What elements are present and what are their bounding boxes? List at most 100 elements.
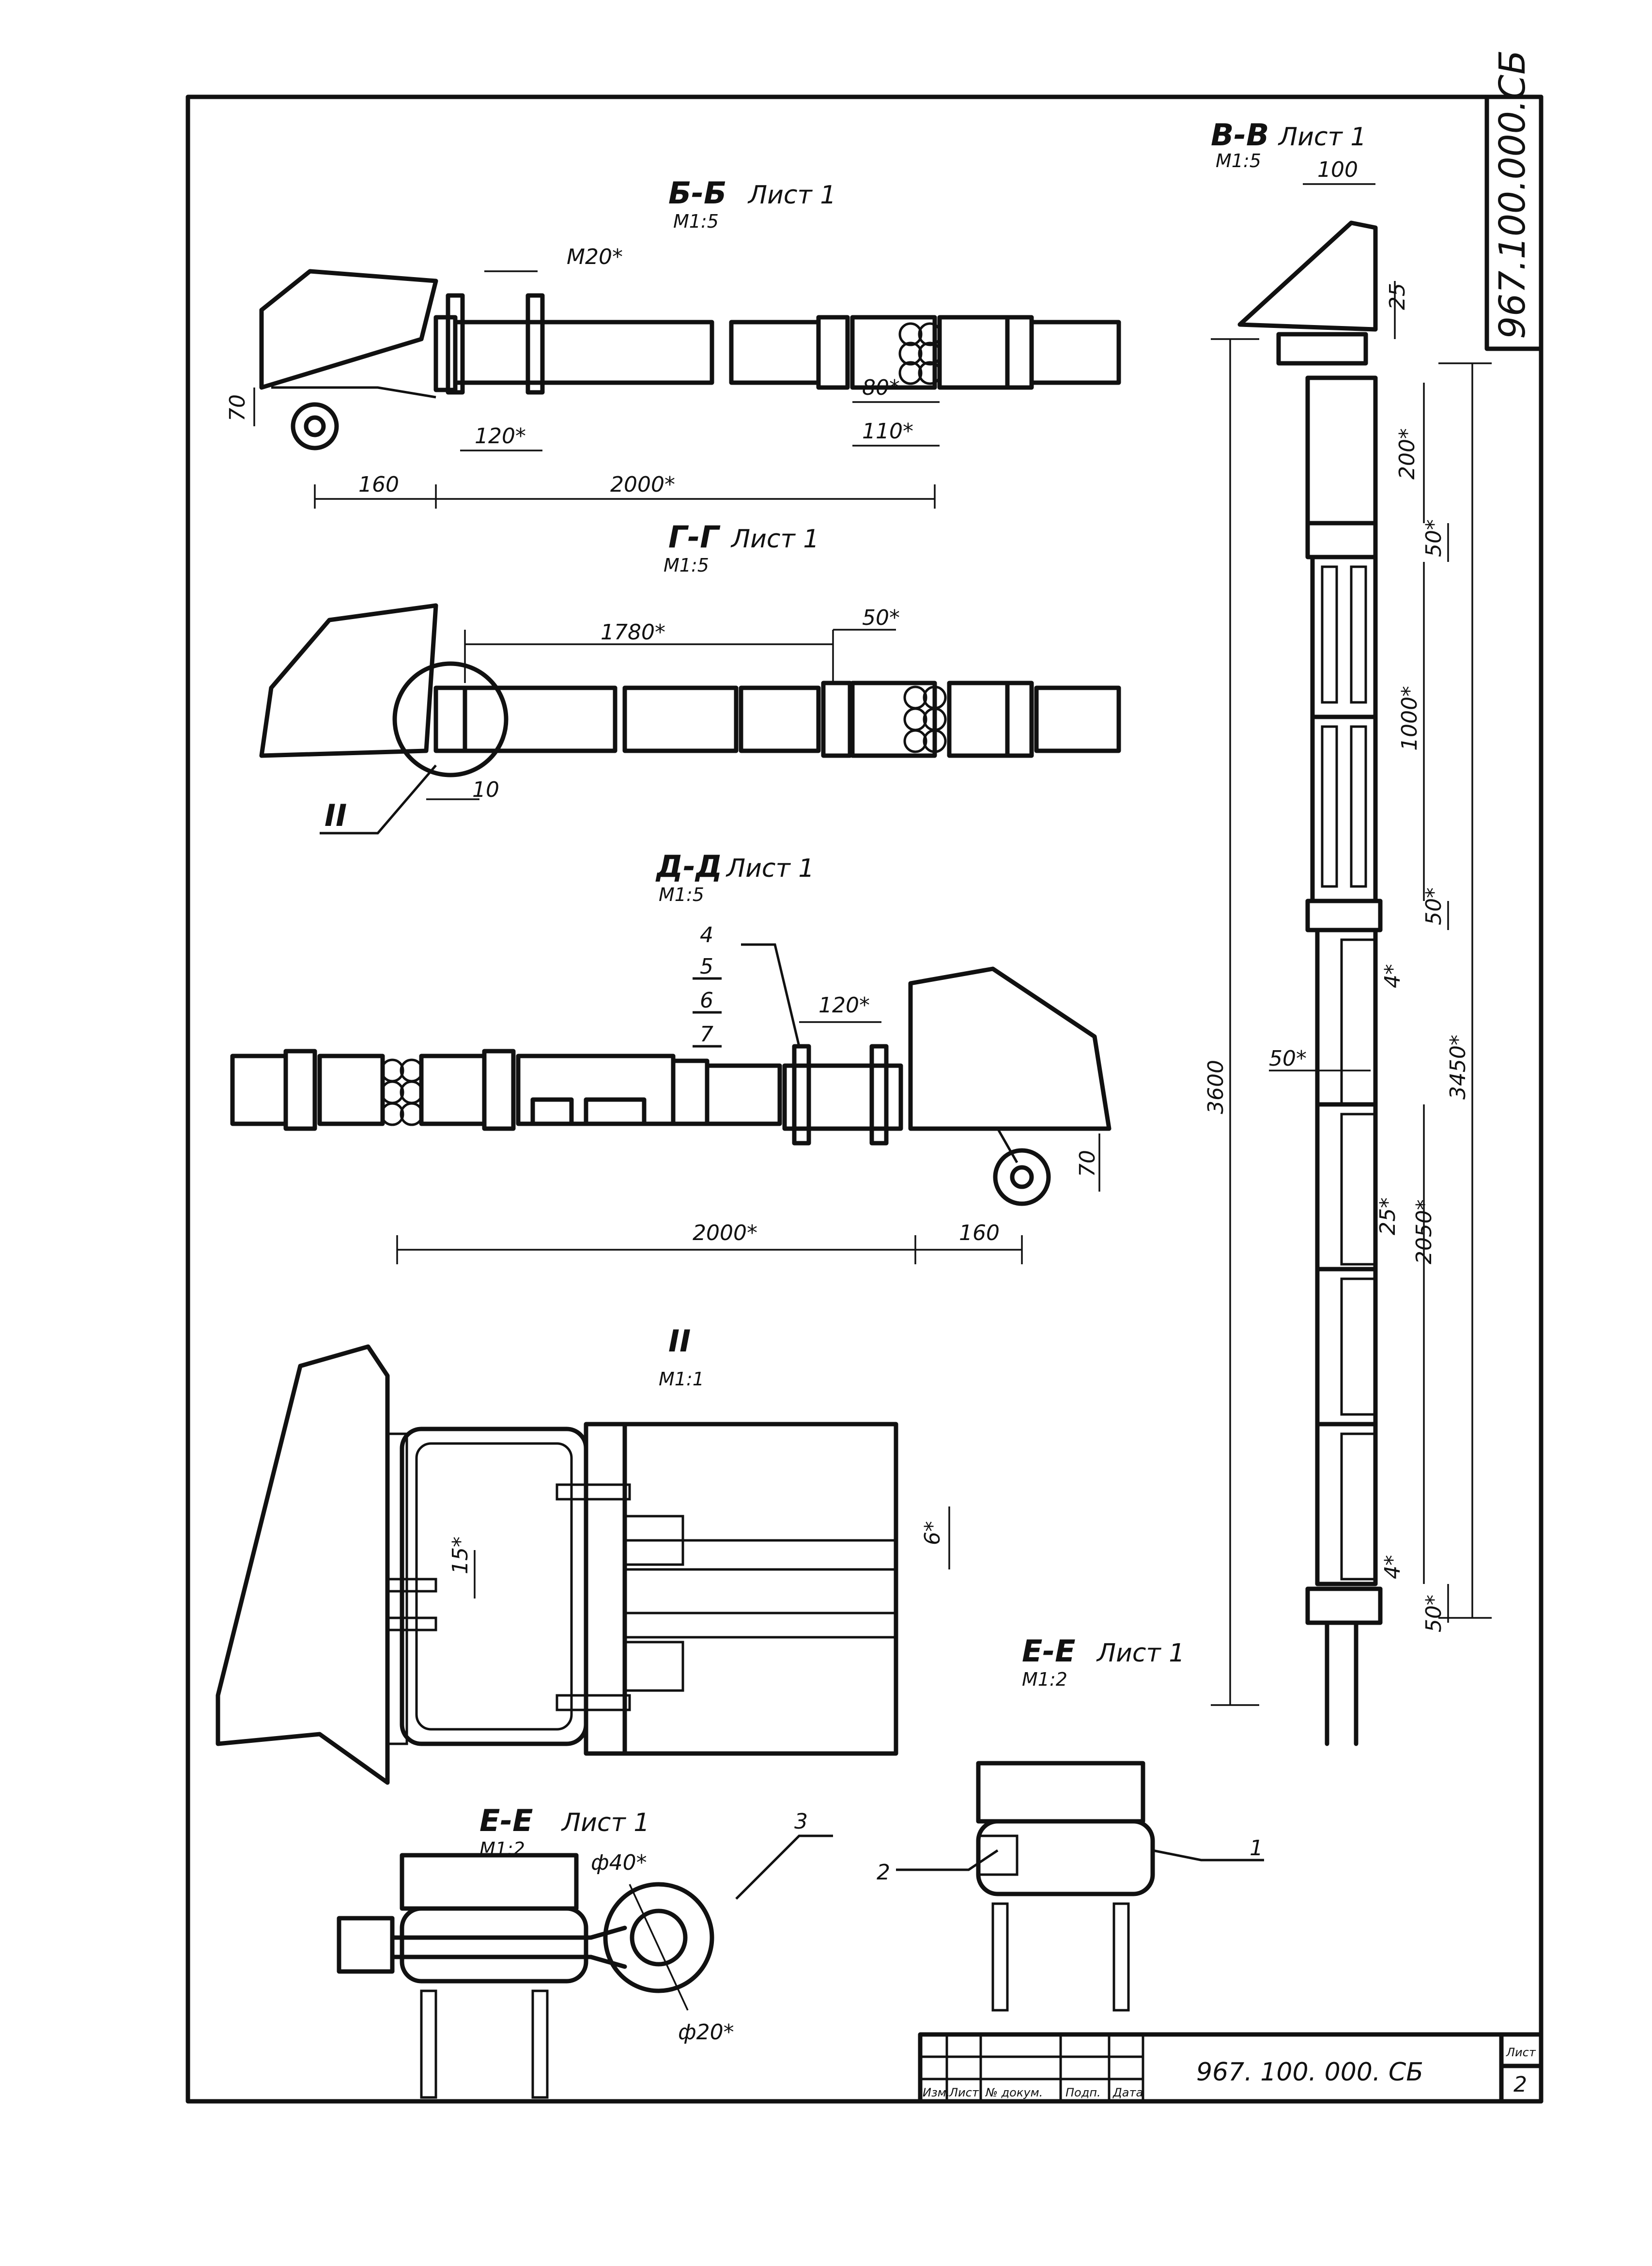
ee-right-leg-1 [991, 1902, 1009, 2012]
detail-flange [584, 1422, 627, 1756]
sheet-frame [185, 94, 1544, 2104]
dd-fill-2 [584, 1097, 647, 1126]
dd-fill-1 [530, 1097, 574, 1126]
dd-wood-2 [419, 1054, 487, 1126]
vv-dim-25-b: 25* [1375, 1197, 1400, 1235]
detail-screw-4 [386, 1616, 437, 1631]
ee-left-sheet-ref: Лист 1 [561, 1808, 649, 1837]
bb-insulation-2 [937, 315, 1010, 390]
bb-roller-axle [304, 415, 326, 437]
bb-dim-160: 160 [358, 472, 399, 497]
vv-dim-3450-label: 3450* [1446, 1035, 1470, 1100]
detail-screw-1 [556, 1483, 631, 1501]
gg-seal-rollers [903, 685, 947, 753]
bb-wall [259, 269, 438, 390]
ee-left-clamp [400, 1906, 588, 1984]
bb-bolt-2 [525, 293, 545, 395]
bb-roller [291, 402, 339, 450]
ee-left-dim-40: ф40* [591, 1850, 647, 1875]
dd-pos-6: 6 [700, 988, 713, 1013]
vv-dim-3600 [1211, 338, 1259, 1706]
ee-left-dim-20: ф20* [678, 2020, 734, 2045]
ee-right-bolt-head [977, 1834, 1019, 1876]
section-ee-left [337, 1834, 833, 2099]
dd-block-1 [283, 1049, 317, 1131]
detail-title: II [668, 1323, 691, 1359]
dd-scale: М1:5 [659, 884, 704, 905]
vv-panel-5 [1315, 1267, 1378, 1427]
gg-block-1 [821, 681, 852, 758]
detail-wall [216, 1344, 390, 1785]
vv-dim-1000: 1000* [1397, 686, 1422, 751]
bb-insulation [850, 315, 937, 390]
dd-pos-4: 4 [700, 923, 713, 947]
vv-dim-chain [1423, 383, 1449, 1623]
vv-block-1 [1305, 521, 1378, 559]
gg-panel-2 [622, 685, 739, 753]
vv-dim-3600-label: 3600 [1204, 1060, 1228, 1114]
ee-right-clamp [976, 1819, 1155, 1896]
gg-sheet-ref: Лист 1 [730, 525, 819, 554]
detail-fill-2 [623, 1641, 684, 1692]
dd-fill-3 [705, 1063, 782, 1126]
bb-dim-lines [460, 270, 940, 451]
sheet-number: 2 [1513, 2072, 1527, 2097]
vv-block-3 [1305, 1586, 1383, 1625]
vv-dim-200: 200* [1395, 428, 1420, 480]
bb-bolt-1 [446, 293, 465, 395]
ee-right-sheet-ref: Лист 1 [1096, 1639, 1185, 1668]
bb-frame-rail [453, 320, 714, 385]
vv-fill-2 [1340, 1113, 1377, 1266]
gg-detail-leader [320, 764, 437, 835]
vv-dim-50-d: 50* [1421, 1595, 1446, 1632]
bb-bracket [433, 315, 458, 392]
gg-panel-4 [1034, 685, 1121, 753]
hdr-doc: № докум. [985, 2086, 1043, 2099]
dd-wall [908, 966, 1112, 1131]
bb-dim-110: 110* [862, 419, 913, 444]
bb-block-1 [816, 315, 850, 390]
ee-left-leg-2 [531, 1989, 549, 2099]
detail-dim-15: 15* [448, 1537, 473, 1574]
ee-left-dia-line [629, 1884, 689, 2011]
title-block-code: 967. 100. 000. СБ [1196, 2058, 1423, 2087]
gg-bracket [433, 685, 467, 753]
vv-sheet-ref: Лист 1 [1278, 123, 1366, 152]
dd-block-2 [482, 1049, 516, 1131]
vv-scale: М1:5 [1216, 150, 1261, 171]
vv-dim-100: 100 [1317, 157, 1358, 182]
gg-dim-10-label: 10 [472, 777, 499, 802]
ee-left-leg-1 [420, 1989, 437, 2099]
detail-scale: М1:1 [659, 1368, 704, 1390]
dd-dim-2000: 2000* [693, 1221, 757, 1245]
ee-left-scale: М1:2 [479, 1838, 525, 1860]
ee-right-scale: М1:2 [1022, 1669, 1067, 1690]
vv-title: В-В [1211, 117, 1269, 153]
hdr-sign: Подп. [1065, 2086, 1101, 2099]
gg-title: Г-Г [668, 519, 721, 555]
section-bb [253, 269, 1121, 509]
detail-screw-2 [556, 1694, 631, 1711]
vv-dim-2050: 2050* [1412, 1199, 1436, 1264]
gg-scale: М1:5 [664, 555, 709, 576]
vv-dim-50-a: 50* [1421, 519, 1446, 557]
dd-sheet-ref: Лист 1 [726, 854, 814, 883]
vv-legs [1325, 1620, 1359, 1746]
vv-glass-2 [1350, 565, 1367, 704]
gg-dim-lines [464, 629, 896, 683]
gg-panel-1 [463, 685, 618, 753]
ee-left-eye-inner [630, 1909, 688, 1967]
vv-panel-4 [1315, 1102, 1378, 1272]
gg-detail-circle [392, 661, 509, 777]
dd-dim-lines [799, 1021, 1100, 1192]
vv-panel-3 [1315, 928, 1378, 1107]
bb-dim-2000: 2000* [610, 472, 675, 497]
bb-dim-m20: М20* [567, 245, 623, 269]
hdr-list: Лист [949, 2086, 979, 2099]
dd-wood-1 [317, 1054, 385, 1126]
vv-top-plate [1276, 332, 1368, 366]
section-ee-right [896, 1761, 1264, 2012]
vv-glass-1 [1321, 565, 1338, 704]
vv-glass-3 [1321, 725, 1338, 888]
vv-dim-50-c: 50* [1269, 1046, 1307, 1071]
